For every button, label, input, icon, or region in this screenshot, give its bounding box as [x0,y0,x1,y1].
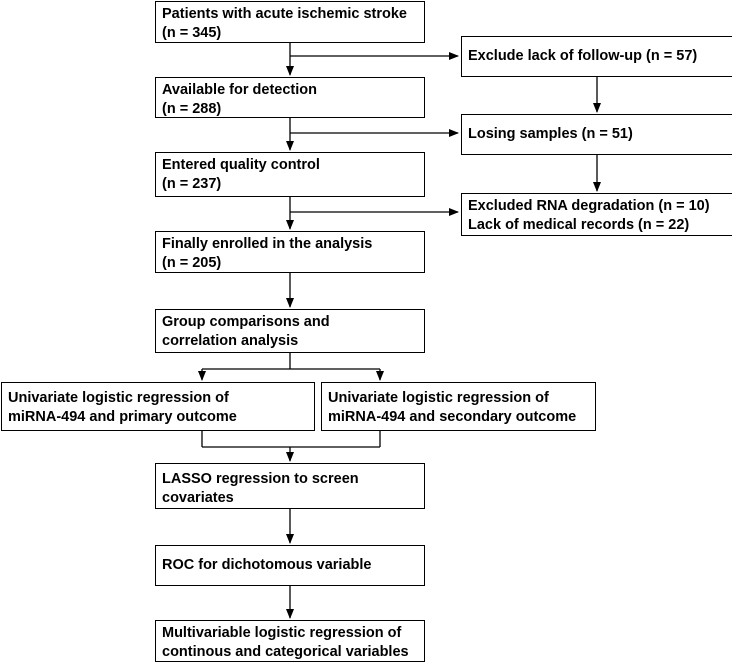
patients-line1: Patients with acute ischemic stroke [162,6,407,22]
lasso-line2: covariates [162,490,234,506]
available-line2: (n = 288) [162,101,222,117]
available-line1: Available for detection [162,82,317,98]
roc-line1: ROC for dichotomous variable [162,557,372,573]
quality-line1: Entered quality control [162,157,320,173]
box-roc: ROC for dichotomous variable [155,545,425,586]
multi-line2: continous and categorical variables [162,644,409,660]
uni-secondary-line2: miRNA-494 and secondary outcome [328,409,577,425]
box-excluded-rna: Excluded RNA degradation (n = 10) Lack o… [461,193,732,236]
box-multivariable: Multivariable logistic regression of con… [155,620,425,662]
box-lasso: LASSO regression to screen covariates [155,463,425,509]
box-exclude-followup: Exclude lack of follow-up (n = 57) [461,36,732,77]
uni-primary-line2: miRNA-494 and primary outcome [8,409,237,425]
enrolled-line2: (n = 205) [162,255,222,271]
box-univariate-secondary: Univariate logistic regression of miRNA-… [321,382,596,431]
box-enrolled: Finally enrolled in the analysis (n = 20… [155,231,425,273]
box-losing-samples: Losing samples (n = 51) [461,114,732,155]
group-line2: correlation analysis [162,333,299,349]
exclude-followup-line1: Exclude lack of follow-up (n = 57) [468,48,698,64]
group-line1: Group comparisons and [162,314,330,330]
excluded-rna-line1: Excluded RNA degradation (n = 10) [468,198,710,214]
lasso-line1: LASSO regression to screen [162,471,359,487]
uni-secondary-line1: Univariate logistic regression of [328,390,549,406]
losing-samples-line1: Losing samples (n = 51) [468,126,633,142]
uni-primary-line1: Univariate logistic regression of [8,390,229,406]
box-patients: Patients with acute ischemic stroke (n =… [155,1,425,43]
box-available: Available for detection (n = 288) [155,77,425,118]
box-univariate-primary: Univariate logistic regression of miRNA-… [1,382,315,431]
patients-line2: (n = 345) [162,25,222,41]
box-group: Group comparisons and correlation analys… [155,309,425,353]
excluded-rna-line2: Lack of medical records (n = 22) [468,217,690,233]
quality-line2: (n = 237) [162,176,222,192]
enrolled-line1: Finally enrolled in the analysis [162,236,373,252]
box-quality: Entered quality control (n = 237) [155,152,425,197]
multi-line1: Multivariable logistic regression of [162,625,402,641]
